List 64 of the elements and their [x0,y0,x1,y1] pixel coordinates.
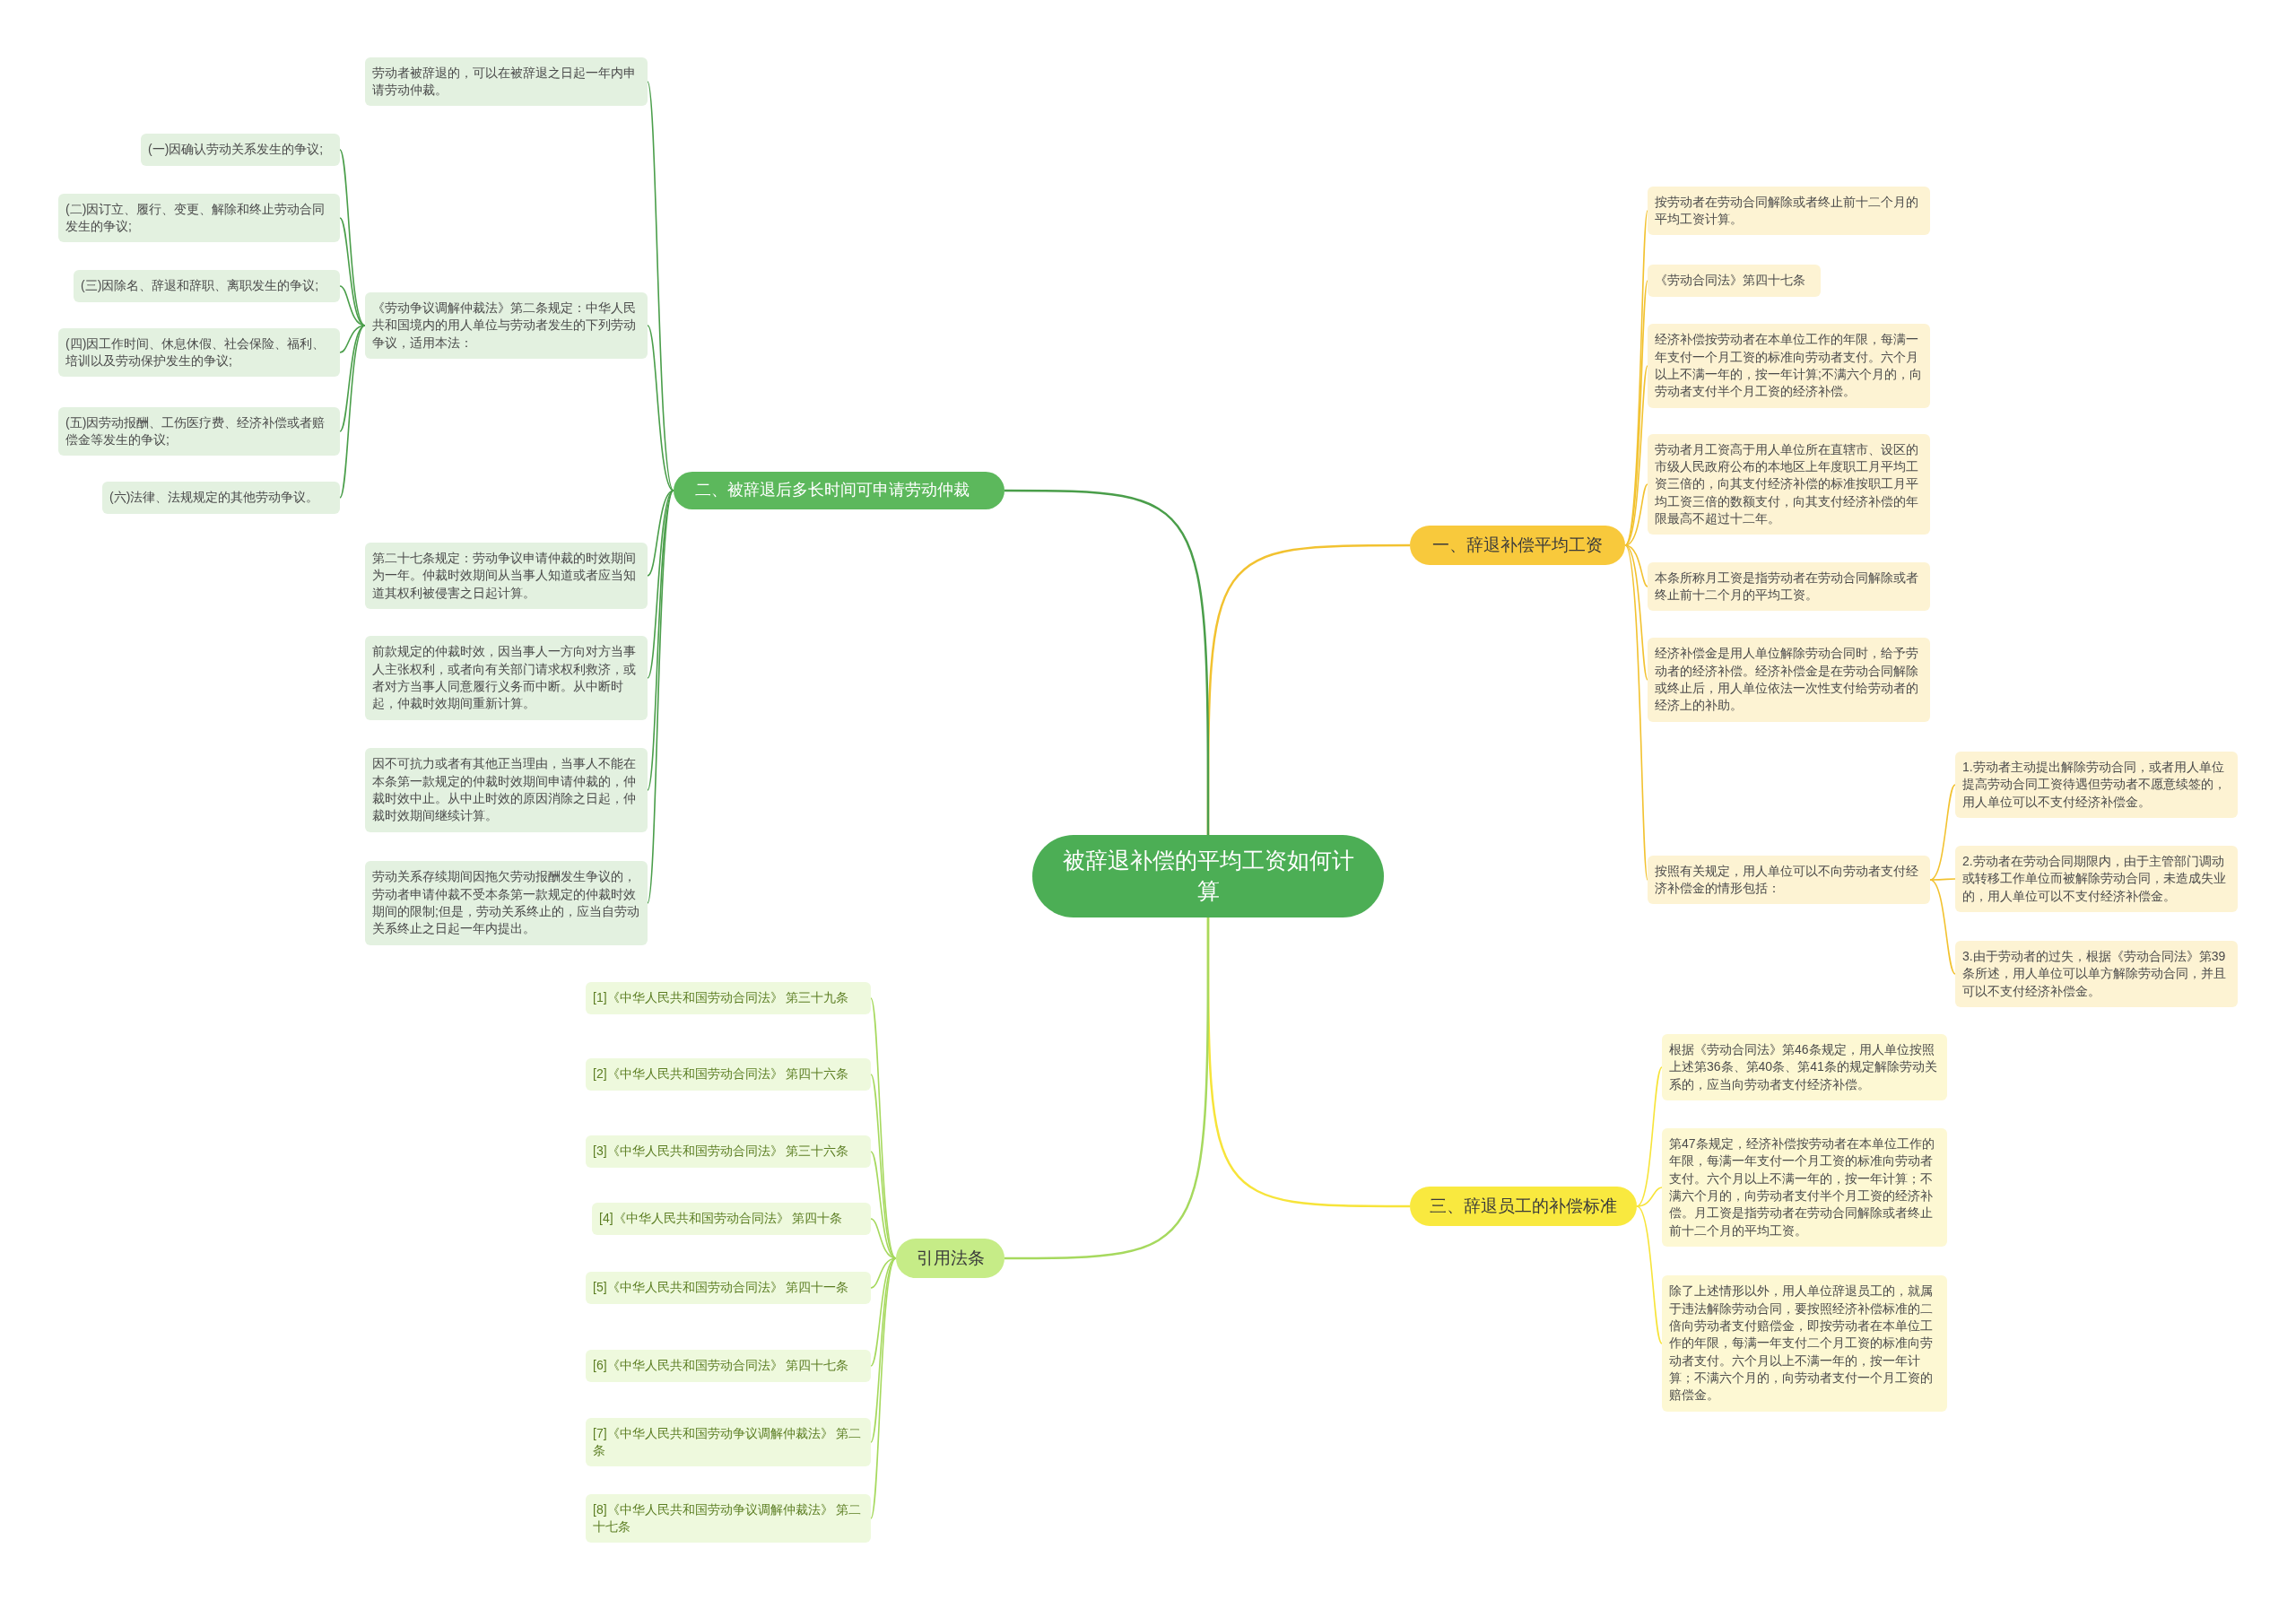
note-box: (五)因劳动报酬、工伤医疗费、经济补偿或者赔偿金等发生的争议; [58,406,340,457]
note-box: 前款规定的仲裁时效，因当事人一方向对方当事人主张权利，或者向有关部门请求权利救济，或者对方当事人同意履行义务而中断。从中断时起，仲裁时效期间重新计算。 [365,636,648,720]
central-topic: 被辞退补偿的平均工资如何计算 [1032,835,1384,917]
note-box: 按照有关规定，用人单位可以不向劳动者支付经济补偿金的情形包括： [1648,855,1930,905]
connector-line [647,490,674,904]
note-box: (四)因工作时间、休息休假、社会保险、福利、培训以及劳动保护发生的争议; [58,327,340,378]
note-box: 第二十七条规定：劳动争议申请仲裁的时效期间为一年。仲裁时效期间从当事人知道或者应当知道其权利被侵害之日起计算。 [365,543,648,609]
branch-topic: 三、辞退员工的补偿标准 [1410,1186,1637,1227]
connector-line [339,325,366,353]
connector-line [1624,365,1648,546]
note-box: 因不可抗力或者有其他正当理由，当事人不能在本条第一款规定的仲裁时效期间申请仲裁的，仲裁时效中止。从中止时效的原因消除之日起，仲裁时效期间继续计算。 [365,748,648,832]
connector-line [647,490,674,791]
note-box: (六)法律、法规规定的其他劳动争议。 [102,482,340,514]
note-box: 经济补偿金是用人单位解除劳动合同时，给予劳动者的经济补偿。经济补偿金是在劳动合同解除或终止后，用人单位依法一次性支付给劳动者的经济上的补助。 [1648,638,1930,722]
citation-box: [7]《中华人民共和国劳动争议调解仲裁法》 第二条 [586,1417,871,1467]
citation-box: [2]《中华人民共和国劳动合同法》 第四十六条 [586,1058,871,1091]
citation-box: [4]《中华人民共和国劳动合同法》 第四十条 [592,1203,871,1235]
branch-topic: 引用法条 [896,1238,1004,1279]
citation-box: [3]《中华人民共和国劳动合同法》 第三十六条 [586,1135,871,1168]
note-box: (二)因订立、履行、变更、解除和终止劳动合同发生的争议; [58,193,340,243]
connector-line [870,1257,897,1289]
connector-line [1004,917,1210,1260]
connector-line [1636,1187,1663,1207]
connector-line [339,217,366,326]
connector-line [1929,784,1956,881]
note-box: 2.劳动者在劳动合同期限内，由于主管部门调动或转移工作单位而被解除劳动合同，未造成失业的，用人单位可以不支付经济补偿金。 [1955,846,2238,912]
note-box: 《劳动合同法》第四十七条 [1648,265,1821,297]
note-box: 劳动者被辞退的，可以在被辞退之日起一年内申请劳动仲裁。 [365,57,648,107]
note-box: 按劳动者在劳动合同解除或者终止前十二个月的平均工资计算。 [1648,186,1930,236]
citation-box: [8]《中华人民共和国劳动争议调解仲裁法》 第二十七条 [586,1493,871,1543]
note-box: 《劳动争议调解仲裁法》第二条规定：中华人民共和国境内的用人单位与劳动者发生的下列劳动争议，适用本法： [365,292,648,359]
note-box: 劳动者月工资高于用人单位所在直辖市、设区的市级人民政府公布的本地区上年度职工月平均工资三倍的，向其支付经济补偿的标准按职工月平均工资三倍的数额支付，向其支付经济补偿的年限最高不超过十二年。 [1648,433,1930,535]
note-box: (三)因除名、辞退和辞职、离职发生的争议; [74,270,340,302]
note-box: (一)因确认劳动关系发生的争议; [141,134,340,166]
connector-line [1624,483,1648,546]
connector-line [339,325,366,432]
note-box: 劳动关系存续期间因拖欠劳动报酬发生争议的，劳动者申请仲裁不受本条第一款规定的仲裁时效期间的限制;但是，劳动关系终止的，应当自劳动关系终止之日起一年内提出。 [365,861,648,945]
connector-line [339,325,366,499]
connector-line [647,490,674,577]
branch-topic: 一、辞退补偿平均工资 [1410,525,1625,566]
connector-line [1624,544,1648,587]
branch-topic: 二、被辞退后多长时间可申请劳动仲裁 [674,472,1004,509]
connector-line [1929,879,1956,975]
connector-line [647,325,674,491]
note-box: 本条所称月工资是指劳动者在劳动合同解除或者终止前十二个月的平均工资。 [1648,561,1930,612]
citation-box: [5]《中华人民共和国劳动合同法》 第四十一条 [586,1272,871,1304]
note-box: 第47条规定，经济补偿按劳动者在本单位工作的年限，每满一年支付一个月工资的标准向劳动者支付。六个月以上不满一年的，按一年计算；不满六个月的，向劳动者支付半个月工资的经济补偿。月工资是指劳动者在劳动合同解除或者终止前十二个月的平均工资。 [1662,1128,1947,1247]
note-box: 经济补偿按劳动者在本单位工作的年限，每满一年支付一个月工资的标准向劳动者支付。六个月以上不满一年的，按一年计算;不满六个月的，向劳动者支付半个月工资的经济补偿。 [1648,324,1930,408]
note-box: 根据《劳动合同法》第46条规定，用人单位按照上述第36条、第40条、第41条的规定解除劳动关系的，应当向劳动者支付经济补偿。 [1662,1034,1947,1100]
connector-line [339,149,366,326]
connector-line [1624,544,1648,881]
note-box: 除了上述情形以外，用人单位辞退员工的，就属于违法解除劳动合同，要按照经济补偿标准的二倍向劳动者支付赔偿金，即按劳动者在本单位工作的年限，每满一年支付二个月工资的标准向劳动者支付。六个月以上不满一年的，按一年计算；不满六个月的，向劳动者支付一个月工资的赔偿金。 [1662,1275,1947,1412]
connector-line [870,1074,897,1259]
note-box: 1.劳动者主动提出解除劳动合同，或者用人单位提高劳动合同工资待遇但劳动者不愿意续签的，用人单位可以不支付经济补偿金。 [1955,752,2238,818]
connector-line [870,1257,897,1519]
note-box: 3.由于劳动者的过失，根据《劳动合同法》第39条所述，用人单位可以单方解除劳动合同，并且可以不支付经济补偿金。 [1955,941,2238,1007]
connector-line [647,81,674,491]
citation-box: [1]《中华人民共和国劳动合同法》 第三十九条 [586,982,871,1014]
connector-line [870,997,897,1259]
connector-line [1004,489,1210,836]
connector-line [1636,1066,1663,1207]
connector-line [1636,1205,1663,1344]
connector-line [1624,544,1648,681]
citation-box: [6]《中华人民共和国劳动合同法》 第四十七条 [586,1350,871,1382]
